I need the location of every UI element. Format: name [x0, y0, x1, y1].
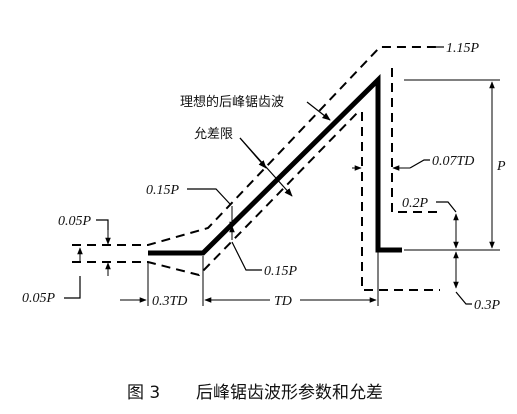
label-0-05p-upper: 0.05P [58, 214, 92, 229]
label-0-15p-upper: 0.15P [146, 183, 180, 198]
upper-tolerance-drop [391, 68, 440, 213]
p005-lower-leader [64, 276, 81, 299]
tolerance-leader-2 [239, 137, 293, 197]
ideal-waveform [148, 74, 402, 256]
label-0-15p-lower: 0.15P [264, 264, 298, 279]
upper-tolerance-limit [72, 46, 436, 246]
label-0-3p: 0.3P [474, 298, 501, 313]
label-p: P [496, 159, 506, 174]
label-td: TD [274, 294, 292, 309]
caption-number: 图 3 [127, 383, 160, 403]
p015-upper-leader [187, 188, 231, 205]
p03-leader [455, 291, 472, 305]
p005-upper-leader [96, 219, 109, 230]
label-ideal-wave: 理想的后峰锯齿波 [180, 94, 284, 110]
lower-tolerance-drop [361, 112, 440, 291]
label-0-07td: 0.07TD [432, 154, 474, 169]
label-0-2p: 0.2P [402, 196, 429, 211]
p007td-leader [409, 159, 430, 169]
p02-leader [436, 201, 457, 213]
p015-lower-leader [231, 241, 262, 271]
label-0-05p-lower: 0.05P [22, 291, 56, 306]
label-0-3td: 0.3TD [152, 294, 187, 309]
label-1-15p: 1.15P [446, 41, 480, 56]
label-tolerance: 允差限 [194, 126, 233, 142]
lower-tolerance-limit [72, 109, 361, 277]
ideal-wave-leader [306, 101, 331, 121]
caption-title: 后峰锯齿波形参数和允差 [196, 383, 383, 403]
